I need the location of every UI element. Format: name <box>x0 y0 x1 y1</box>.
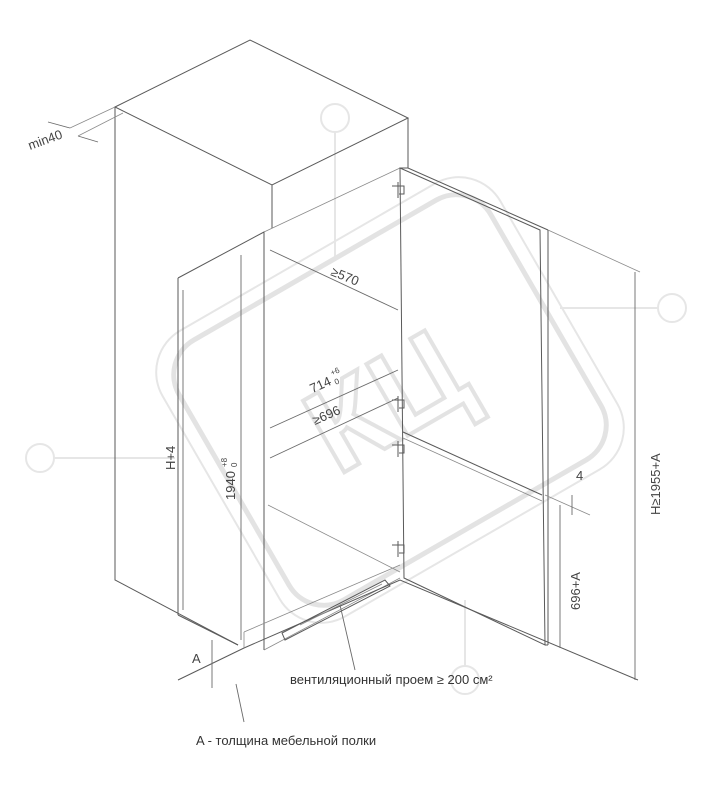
height-niche-label: 1940 <box>223 471 238 500</box>
gap-4-label: 4 <box>576 468 583 483</box>
watermark-text: КЦ <box>283 302 489 499</box>
dimension-lines <box>47 106 641 723</box>
height-door-label: H+4 <box>163 446 178 470</box>
width-niche-tol-bottom: 0 <box>333 376 341 386</box>
watermark: КЦ <box>25 103 687 695</box>
shelf-note-caption: A - толщина мебельной полки <box>196 733 376 748</box>
ventilation-caption: вентиляционный проем ≥ 200 см² <box>290 672 493 687</box>
hinge-icon <box>392 396 405 412</box>
height-niche-tol-bottom: 0 <box>230 462 239 467</box>
appliance-door <box>281 167 549 646</box>
height-total-label: H≥1955+A <box>648 453 663 515</box>
width-niche-tol-top: +6 <box>329 365 341 377</box>
height-niche-group: 1940 +8 0 <box>220 457 239 500</box>
min-gap-label: min40 <box>26 127 64 153</box>
dimension-labels: min40 ≥570 H+4 1940 +8 0 714 +6 0 ≥696 4… <box>26 127 663 666</box>
hinge-icon <box>392 541 405 557</box>
height-niche-tol-top: +8 <box>220 457 229 467</box>
ventilation-grille <box>281 579 391 641</box>
hinge-icon <box>392 441 405 457</box>
hinge-icon <box>392 182 405 198</box>
height-lower-label: 696+A <box>568 572 583 610</box>
shelf-a-label: A <box>192 651 201 666</box>
cabinet-niche <box>113 39 639 681</box>
